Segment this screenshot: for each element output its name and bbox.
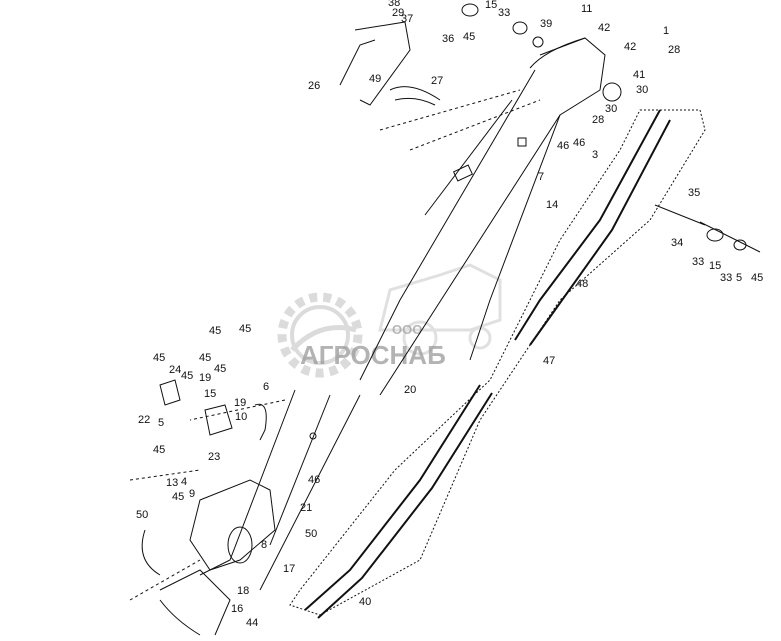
conveyor-chain-lower <box>304 384 493 619</box>
part-number-label: 44 <box>246 617 258 629</box>
part-number-label: 49 <box>369 73 381 85</box>
part-number-label: 18 <box>237 585 249 597</box>
part-number-label: 19 <box>234 397 246 409</box>
watermark-company-prefix: ООО <box>392 322 422 337</box>
drawing-lines <box>129 3 761 636</box>
conveyor-chain-upper <box>514 109 671 346</box>
part-number-label: 21 <box>300 502 312 514</box>
feeder-housing-lower <box>189 389 361 591</box>
part-number-label: 45 <box>181 370 193 382</box>
part-number-label: 15 <box>709 260 721 272</box>
part-number-label: 45 <box>172 491 184 503</box>
part-number-label: 3 <box>592 149 598 161</box>
part-number-label: 16 <box>231 603 243 615</box>
watermark-gear-icon <box>277 292 363 378</box>
part-number-label: 38 <box>388 0 400 9</box>
part-number-label: 46 <box>557 140 569 152</box>
part-number-label: 15 <box>485 0 497 11</box>
part-number-label: 8 <box>261 539 267 551</box>
part-number-label: 6 <box>263 381 269 393</box>
part-number-label: 34 <box>671 237 683 249</box>
part-number-label: 22 <box>138 414 150 426</box>
part-number-label: 27 <box>431 75 443 87</box>
part-number-label: 20 <box>404 384 416 396</box>
part-number-label: 11 <box>581 3 592 15</box>
part-number-label: 24 <box>169 364 181 376</box>
part-number-label: 28 <box>668 44 680 56</box>
part-number-label: 30 <box>636 84 648 96</box>
shaft-assembly <box>654 204 761 253</box>
part-number-label: 48 <box>576 278 588 290</box>
feeder-housing-upper <box>359 37 606 396</box>
part-number-label: 28 <box>592 114 604 126</box>
part-number-label: 13 <box>166 477 178 489</box>
part-number-label: 30 <box>605 103 617 115</box>
part-number-label: 10 <box>235 411 247 423</box>
part-number-label: 37 <box>401 13 413 25</box>
part-number-label: 46 <box>308 474 320 486</box>
part-number-label: 35 <box>688 187 700 199</box>
part-number-label: 45 <box>239 323 251 335</box>
part-number-label: 7 <box>538 171 544 183</box>
part-number-label: 4 <box>181 476 187 488</box>
part-number-label: 50 <box>305 528 317 540</box>
part-number-label: 5 <box>736 272 742 284</box>
part-number-label: 46 <box>573 137 585 149</box>
part-number-label: 39 <box>540 18 552 30</box>
part-number-label: 23 <box>208 451 220 463</box>
part-number-label: 33 <box>720 272 732 284</box>
top-bracket-assembly <box>339 3 622 106</box>
part-number-label: 45 <box>214 363 226 375</box>
part-number-label: 45 <box>153 352 165 364</box>
part-number-label: 45 <box>153 444 165 456</box>
part-number-label: 41 <box>633 69 645 81</box>
part-number-label: 42 <box>598 22 610 34</box>
lower-left-parts <box>141 379 267 636</box>
part-number-label: 29 <box>392 7 404 19</box>
part-number-label: 9 <box>189 488 195 500</box>
part-number-label: 45 <box>463 31 475 43</box>
part-number-label: 50 <box>136 509 148 521</box>
watermark-combine-icon <box>378 263 502 356</box>
part-number-label: 5 <box>158 417 164 429</box>
part-number-label: 36 <box>442 33 454 45</box>
part-number-label: 1 <box>663 25 669 37</box>
part-number-label: 19 <box>199 372 211 384</box>
part-number-label: 45 <box>209 325 221 337</box>
part-number-label: 45 <box>751 272 763 284</box>
part-number-label: 45 <box>199 352 211 364</box>
part-number-label: 40 <box>359 596 371 608</box>
part-number-label: 15 <box>204 388 216 400</box>
part-number-label: 42 <box>624 41 636 53</box>
part-number-label: 26 <box>308 80 320 92</box>
part-number-label: 33 <box>692 256 704 268</box>
part-number-label: 33 <box>498 7 510 19</box>
part-number-label: 17 <box>283 563 295 575</box>
part-number-label: 47 <box>543 355 555 367</box>
part-number-label: 14 <box>546 199 558 211</box>
